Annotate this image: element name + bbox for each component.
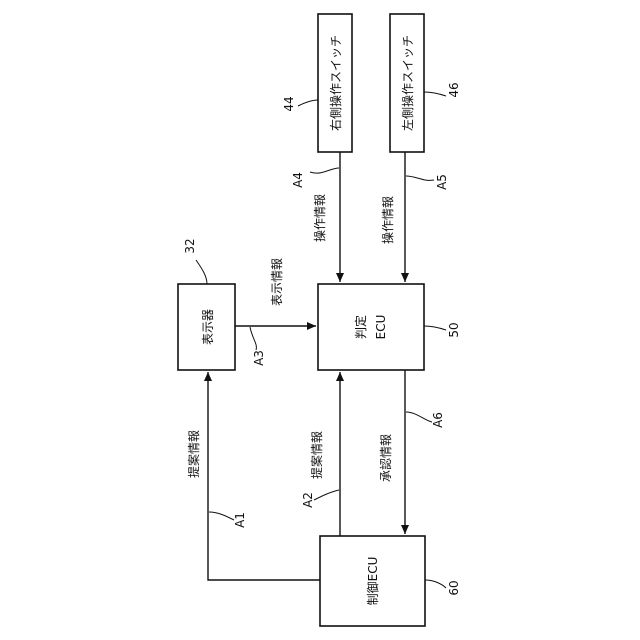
signal-label-operation-2: 操作情報 [380, 196, 395, 244]
leader-a4 [310, 168, 339, 173]
display-label: 表示器 [201, 309, 215, 345]
arrow-label-a4: A4 [291, 172, 305, 188]
leader-ref-46 [424, 92, 446, 96]
leader-a5 [406, 176, 434, 180]
leader-a2 [314, 490, 339, 500]
signal-label-proposal-2: 提案情報 [309, 431, 324, 479]
judge-ecu-label-line1: 判定 [353, 315, 368, 339]
ref-32: 32 [183, 238, 197, 253]
right-switch-label: 右側操作スイッチ [328, 35, 343, 131]
right-switch-block: 右側操作スイッチ [318, 14, 352, 152]
leader-a6 [406, 412, 432, 422]
leader-a3 [250, 327, 256, 350]
control-ecu-block: 制御ECU [320, 536, 425, 626]
display-block: 表示器 [178, 284, 235, 370]
leader-ref-60 [425, 580, 446, 588]
control-ecu-label: 制御ECU [365, 557, 380, 606]
arrow-label-a2: A2 [301, 492, 315, 508]
signal-label-proposal-1: 提案情報 [186, 430, 201, 478]
signal-label-approval: 承認情報 [378, 434, 393, 482]
arrow-label-a3: A3 [252, 350, 266, 366]
ref-50: 50 [447, 322, 461, 337]
leader-ref-32 [196, 260, 207, 284]
ref-44: 44 [282, 96, 296, 111]
ref-46: 46 [447, 82, 461, 97]
left-switch-block: 左側操作スイッチ [390, 14, 424, 152]
arrow-label-a5: A5 [435, 174, 449, 190]
leader-ref-44 [298, 100, 318, 106]
judge-ecu-block: 判定 ECU [318, 284, 424, 370]
leader-ref-50 [424, 326, 446, 330]
signal-label-operation-1: 操作情報 [312, 194, 327, 242]
ref-60: 60 [447, 580, 461, 595]
judge-ecu-label-line2: ECU [374, 315, 388, 340]
leader-a1 [209, 512, 234, 520]
signal-label-display-info: 表示情報 [270, 258, 284, 306]
arrow-label-a6: A6 [431, 412, 445, 428]
left-switch-label: 左側操作スイッチ [400, 35, 415, 131]
arrow-a1 [208, 372, 320, 580]
arrow-label-a1: A1 [233, 512, 247, 528]
